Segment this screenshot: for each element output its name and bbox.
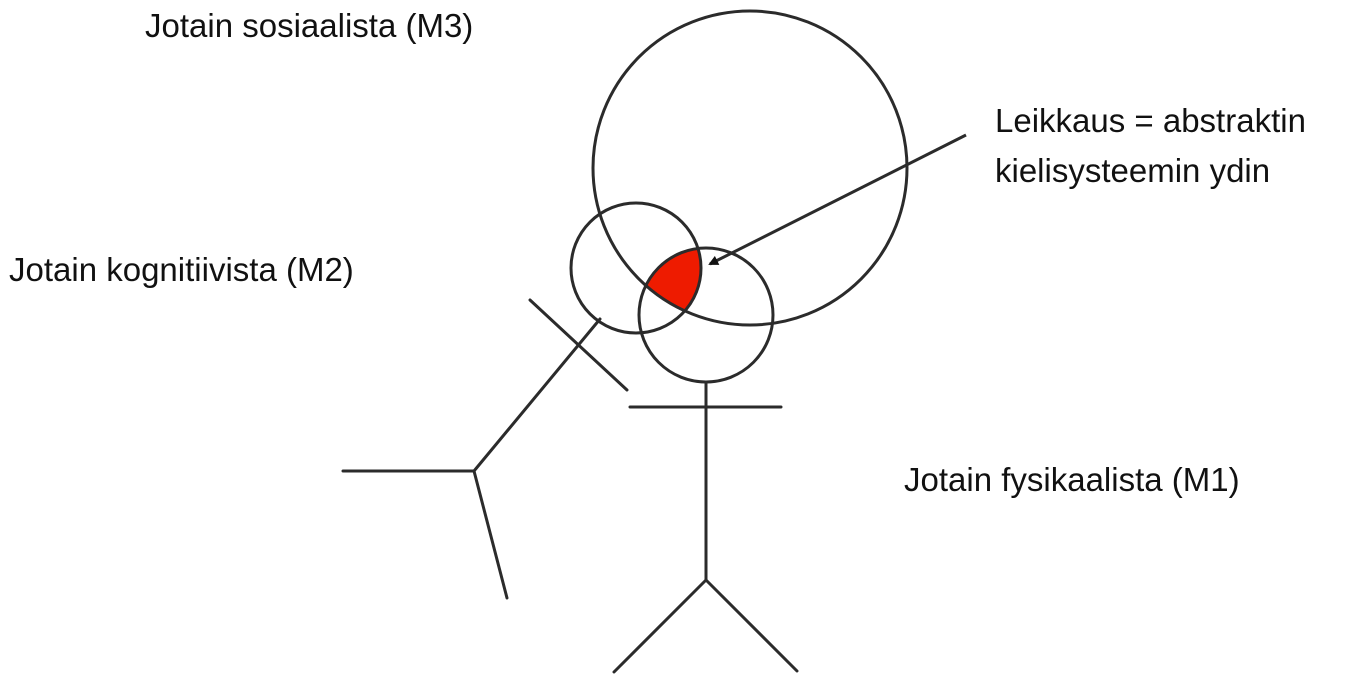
intersection-label-line-2: kielisysteemin ydin (995, 146, 1306, 196)
stick-figure (343, 300, 797, 672)
stick-figure-left-leg (614, 580, 706, 672)
social-circle-m3 (593, 11, 907, 325)
stick-figure-right-leg (706, 580, 797, 671)
tilted-figure-right-leg (474, 471, 507, 598)
tilted-figure-torso (474, 319, 600, 471)
cognitive-label: Jotain kognitiivista (M2) (9, 250, 354, 290)
social-label: Jotain sosiaalista (M3) (145, 6, 473, 46)
physical-label: Jotain fysikaalista (M1) (904, 460, 1240, 500)
physical-circle-m1 (639, 248, 773, 382)
intersection-pointer-arrow (710, 135, 966, 264)
intersection-label-line-1: Leikkaus = abstraktin (995, 96, 1306, 146)
intersection-label: Leikkaus = abstraktin kielisysteemin ydi… (995, 96, 1306, 196)
